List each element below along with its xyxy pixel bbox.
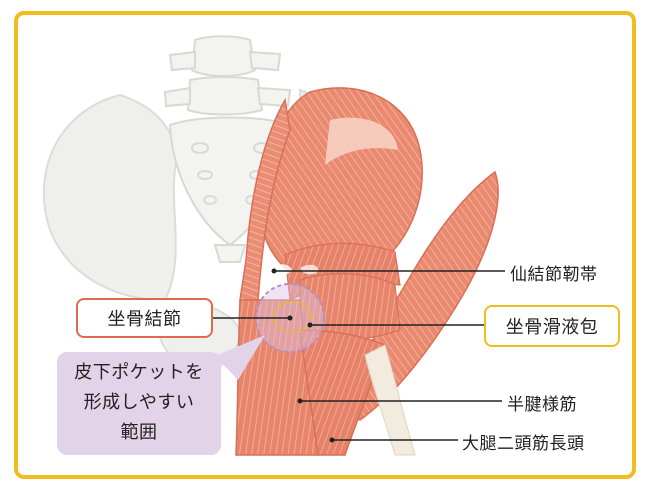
label-ischial-tuberosity: 坐骨結節 [76,298,213,338]
callout-line-2: 形成しやすい [57,388,221,418]
callout-line-3: 範囲 [57,418,221,448]
label-biceps-long-head: 大腿二頭筋長頭 [462,429,585,454]
label-sacrotuberous-ligament: 仙結節靭帯 [510,260,598,285]
label-semitendinosus: 半腱様筋 [507,390,577,415]
pocket-callout: 皮下ポケットを 形成しやすい 範囲 [57,352,221,455]
label-ischial-bursa: 坐骨滑液包 [484,305,620,347]
callout-line-1: 皮下ポケットを [57,358,221,388]
